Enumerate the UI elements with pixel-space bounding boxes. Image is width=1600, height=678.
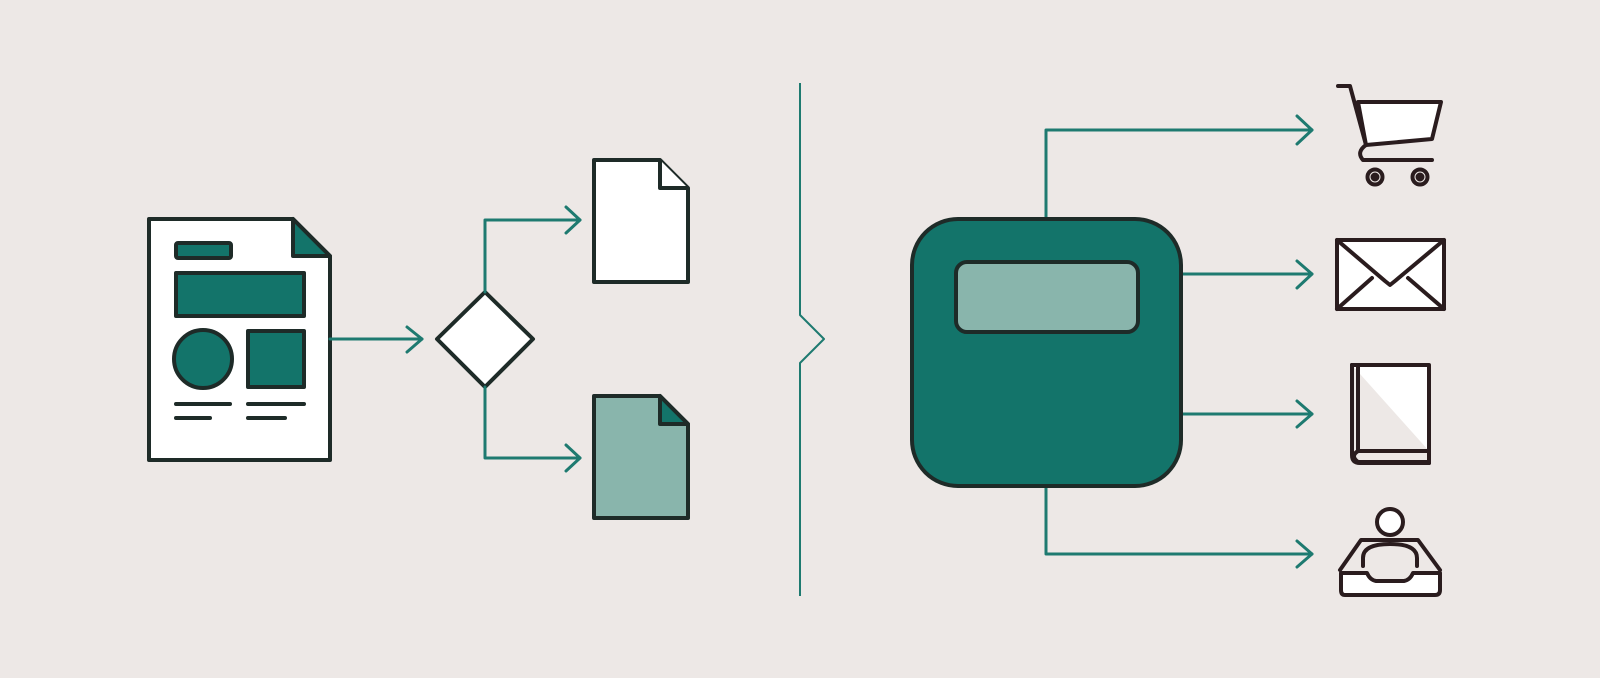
shopping-cart-icon — [1336, 84, 1443, 187]
split-divider-icon — [799, 83, 825, 596]
connector-decision-to-top-document — [483, 205, 582, 294]
connector-hub-to-mail — [1179, 259, 1314, 290]
right-panel — [910, 84, 1446, 597]
book-icon — [1349, 363, 1431, 465]
source-document-icon — [147, 217, 332, 462]
hub-connectors — [1044, 114, 1314, 569]
filled-document-icon — [592, 394, 690, 520]
connector-hub-to-agent — [1044, 484, 1314, 569]
connector-document-to-decision — [328, 325, 424, 354]
connector-hub-to-cart — [1044, 114, 1314, 221]
left-panel — [147, 158, 690, 520]
decision-diamond-icon — [435, 290, 535, 389]
envelope-icon — [1335, 238, 1446, 311]
connector-hub-to-book — [1179, 399, 1314, 429]
hub-module-icon — [910, 217, 1183, 488]
blank-document-icon — [592, 158, 690, 284]
connector-decision-to-bottom-document — [483, 385, 582, 473]
support-agent-icon — [1338, 507, 1442, 597]
